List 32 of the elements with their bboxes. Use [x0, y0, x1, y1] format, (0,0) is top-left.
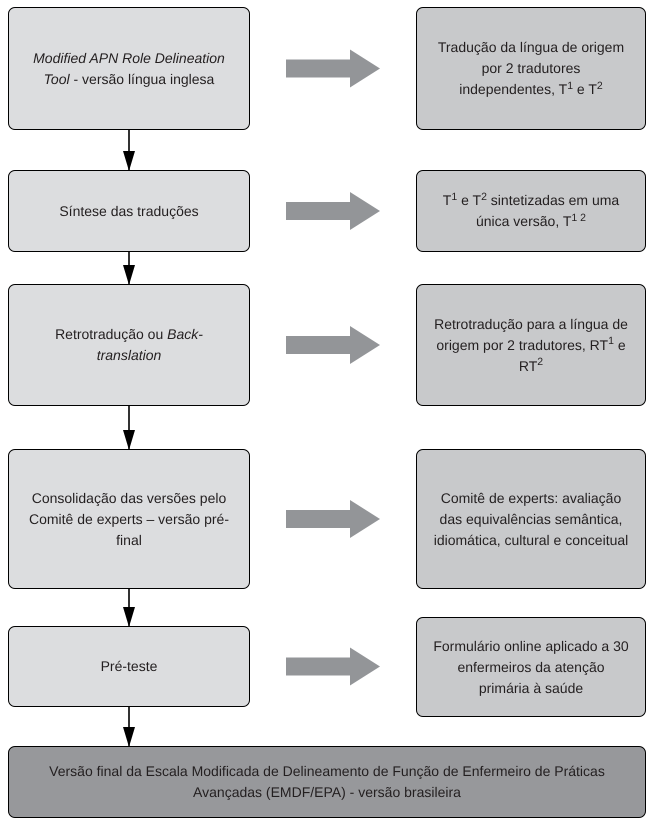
description-box	[416, 617, 646, 717]
box-text: Síntese das traduções	[59, 202, 199, 221]
block-arrow	[286, 648, 380, 686]
description-box	[416, 449, 646, 589]
box-text: Consolidação das versões pelo Comitê de experts – versão pré-final	[28, 488, 230, 550]
description-box	[416, 7, 646, 130]
step-box	[8, 449, 250, 589]
result-box	[8, 746, 646, 818]
block-arrow	[286, 500, 380, 538]
step-box	[8, 284, 250, 406]
arrow	[123, 406, 135, 450]
box-text: Tradução da língua de origem por 2 tradutores independentes, T$^{1}$ e T$^{2}$	[436, 38, 626, 99]
description-box	[416, 170, 646, 252]
box-text: Retrotradução ou Back-translation	[54, 325, 204, 365]
block-arrow	[286, 50, 380, 88]
box-text: Retrotradução para a língua de origem por 2 tradutores, RT$^{1}$ e RT$^{2}$	[433, 314, 629, 376]
arrow	[123, 589, 135, 627]
box-text: Versão final da Escala Modificada de Delineamento de Função de Enfermeiro de Práticas Avançadas (EMDF/EPA) - versão brasileira	[48, 762, 606, 802]
arrow	[123, 130, 135, 171]
description-box	[416, 284, 646, 406]
box-text: Pré-teste	[100, 657, 158, 676]
step-box	[8, 626, 250, 707]
block-arrow	[286, 326, 380, 364]
box-text: Formulário online aplicado a 30 enfermeiros da atenção primária à saúde	[433, 636, 629, 698]
box-text: Modified APN Role Delineation Tool - versão língua inglesa	[32, 48, 226, 89]
box-text: Comitê de experts: avaliação das equivalências semântica, idiomática, cultural e conceitual	[433, 488, 629, 550]
arrow	[123, 252, 135, 285]
arrow	[123, 707, 135, 747]
step-box	[8, 7, 250, 130]
box-text: T$^{1}$ e T$^{2}$ sintetizadas em uma única versão, T$^{1 2}$	[442, 190, 620, 231]
step-box	[8, 170, 250, 252]
block-arrow	[286, 192, 380, 230]
